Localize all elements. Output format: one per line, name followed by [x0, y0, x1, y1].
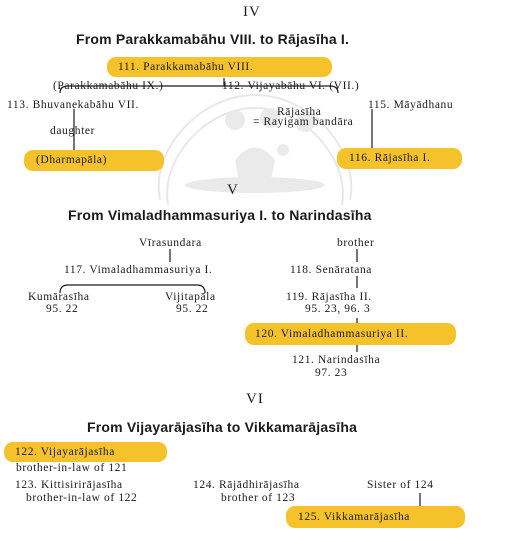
node-122-relation: brother-in-law of 121 [16, 462, 128, 474]
node-111: 111. Parakkamabāhu VIII. [118, 61, 254, 73]
node-123-relation: brother-in-law of 122 [26, 492, 138, 504]
highlight-122 [4, 442, 167, 462]
section-iv-numeral: IV [243, 4, 261, 20]
vijitapala: Vijitapāla [165, 291, 216, 303]
node-117: 117. Vimaladhammasuriya I. [64, 264, 213, 276]
node-122: 122. Vijayarājasīha [15, 446, 115, 458]
highlight-111 [107, 57, 332, 77]
sister-label: Sister of 124 [367, 479, 434, 491]
node-119-ref: 95. 23, 96. 3 [305, 303, 371, 315]
brother-label: brother [337, 237, 375, 249]
section-v-heading: From Vimaladhammasuriya I. to Narindasīh… [68, 207, 372, 223]
node-112: 112. Vijayabāhu VI. (VII.) [222, 80, 360, 92]
kumarasiha: Kumārasīha [28, 291, 90, 303]
vijitapala-ref: 95. 22 [176, 303, 209, 315]
node-116: 116. Rājasīha I. [349, 152, 431, 164]
section-vi-heading: From Vijayarājasīha to Vikkamarājasīha [87, 419, 358, 435]
node-119: 119. Rājasīha II. [286, 291, 372, 303]
section-iv-heading: From Parakkamabāhu VIII. to Rājasīha I. [76, 31, 350, 47]
node-dharmapala: (Dharmapāla) [36, 154, 108, 166]
highlight-125 [286, 506, 465, 528]
rayigam-bandara: = Rayigam bandāra [253, 116, 354, 128]
daughter-label: daughter [50, 125, 96, 137]
node-115: 115. Māyādhanu [368, 99, 454, 111]
virasundara: Vīrasundara [139, 237, 202, 249]
node-121: 121. Narindasīha [292, 354, 381, 366]
highlight-120 [245, 323, 456, 345]
section-vi-numeral: VI [246, 391, 264, 407]
node-124-relation: brother of 123 [221, 492, 296, 504]
node-123: 123. Kittisirirājasīha [15, 479, 123, 491]
node-120: 120. Vimaladhammasuriya II. [255, 328, 409, 340]
highlight-dharmapala [24, 150, 164, 171]
node-121-ref: 97. 23 [315, 367, 348, 379]
node-113: 113. Bhuvanekabāhu VII. [7, 99, 139, 111]
node-118: 118. Senāratana [290, 264, 373, 276]
note-parakkamabahu-ix: (Parakkamabāhu IX.) [53, 80, 164, 92]
section-v-numeral: V [227, 182, 239, 198]
kumarasiha-ref: 95. 22 [46, 303, 79, 315]
node-124: 124. Rājādhirājasīha [193, 479, 300, 491]
rajasiha-label: Rājasīha [277, 106, 322, 118]
highlight-116 [337, 148, 462, 169]
node-125: 125. Vikkamarājasīha [298, 511, 411, 523]
